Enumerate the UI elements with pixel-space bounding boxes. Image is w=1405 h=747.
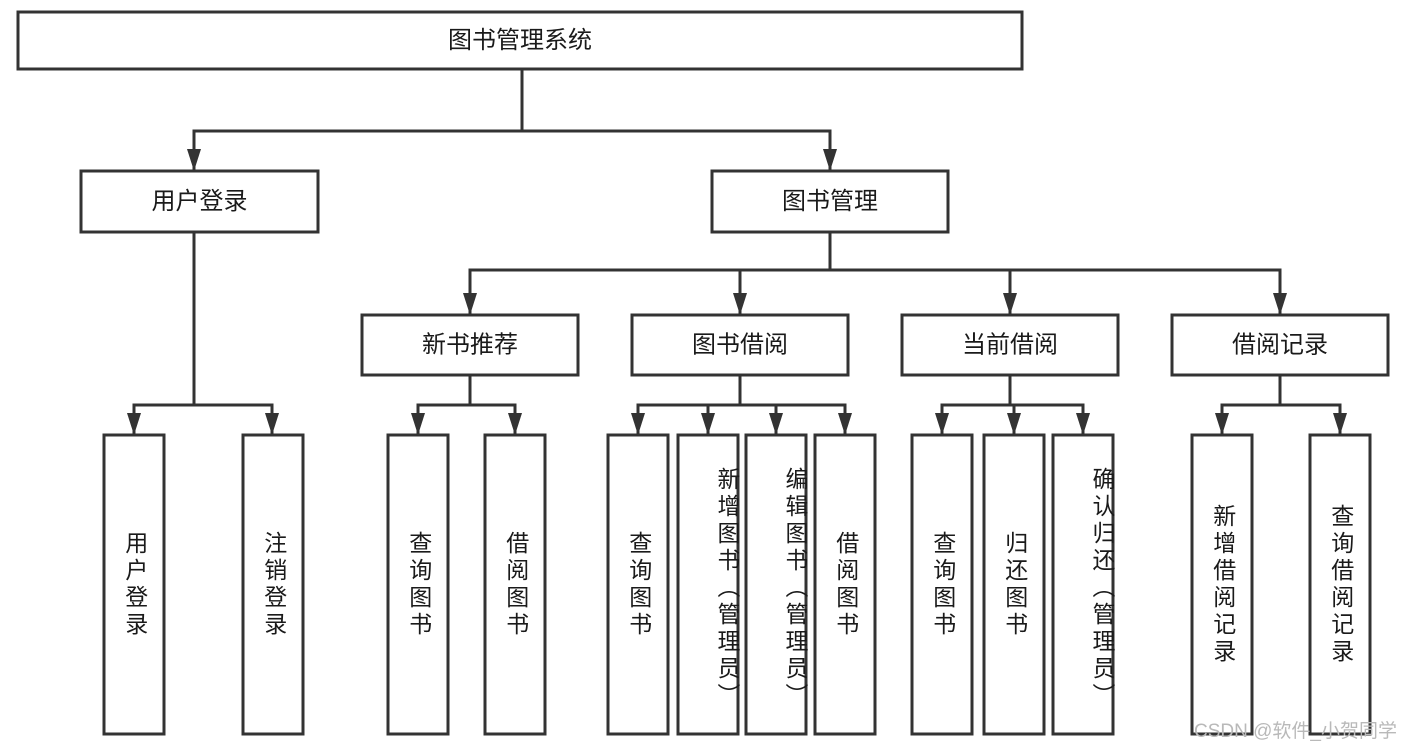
leaf-box [1190,433,1254,736]
leaf-box [676,433,740,736]
node-leaf-borrow-book-2[interactable] [813,433,877,736]
node-box [1170,313,1390,377]
node-leaf-query-record[interactable] [1308,433,1372,736]
node-label: 图书管理系统 [448,27,592,54]
arrow-head-icon [1215,413,1229,435]
node-root[interactable]: 图书管理系统 [16,10,1024,71]
arrow-head-icon [463,293,477,315]
leaf-box [982,433,1046,736]
arrow-head-icon [411,413,425,435]
node-current-borrow[interactable]: 当前借阅 [900,313,1120,377]
arrow-head-icon [701,413,715,435]
node-box [360,313,580,377]
arrow-head-icon [823,149,837,171]
arrow-head-icon [1003,293,1017,315]
node-box [16,10,1024,71]
node-book-manage[interactable]: 图书管理 [710,169,950,234]
leaf-box [241,433,305,736]
leaf-box [386,433,450,736]
node-label: 借阅记录 [1232,331,1328,358]
arrow-head-icon [1076,413,1090,435]
arrow-head-icon [508,413,522,435]
leaf-box [102,433,166,736]
edges-layer [127,67,1347,435]
node-leaf-query-book-1[interactable] [386,433,450,736]
arrow-head-icon [733,293,747,315]
node-leaf-query-book-2[interactable] [606,433,670,736]
node-label: 图书管理 [782,188,878,215]
arrow-head-icon [187,149,201,171]
arrow-head-icon [1007,413,1021,435]
arrow-head-icon [631,413,645,435]
node-label: 新书推荐 [422,331,518,358]
arrow-head-icon [769,413,783,435]
node-label: 图书借阅 [692,331,788,358]
node-leaf-return-book[interactable] [982,433,1046,736]
node-label: 用户登录 [152,188,248,215]
arrow-head-icon [838,413,852,435]
leaf-box [606,433,670,736]
leaf-box [1051,433,1115,736]
node-box [900,313,1120,377]
node-leaf-edit-book[interactable] [744,433,808,736]
node-user-login[interactable]: 用户登录 [79,169,320,234]
node-box [630,313,850,377]
node-label: 当前借阅 [962,331,1058,358]
node-book-borrow[interactable]: 图书借阅 [630,313,850,377]
node-leaf-add-record[interactable] [1190,433,1254,736]
node-leaf-user-logout[interactable] [241,433,305,736]
node-leaf-user-login[interactable] [102,433,166,736]
watermark-text: CSDN @软件_小贺同学 [1194,721,1397,742]
node-new-book-recommend[interactable]: 新书推荐 [360,313,580,377]
leaf-box [1308,433,1372,736]
arrow-head-icon [1273,293,1287,315]
leaf-box [813,433,877,736]
node-leaf-confirm-return[interactable] [1051,433,1115,736]
leaf-box [483,433,547,736]
node-box [710,169,950,234]
node-leaf-query-book-3[interactable] [910,433,974,736]
arrow-head-icon [127,413,141,435]
node-borrow-record[interactable]: 借阅记录 [1170,313,1390,377]
arrow-head-icon [935,413,949,435]
node-leaf-borrow-book-1[interactable] [483,433,547,736]
node-box [79,169,320,234]
leaf-box [744,433,808,736]
arrow-head-icon [1333,413,1347,435]
leaf-box [910,433,974,736]
arrow-head-icon [265,413,279,435]
node-leaf-add-book[interactable] [676,433,740,736]
